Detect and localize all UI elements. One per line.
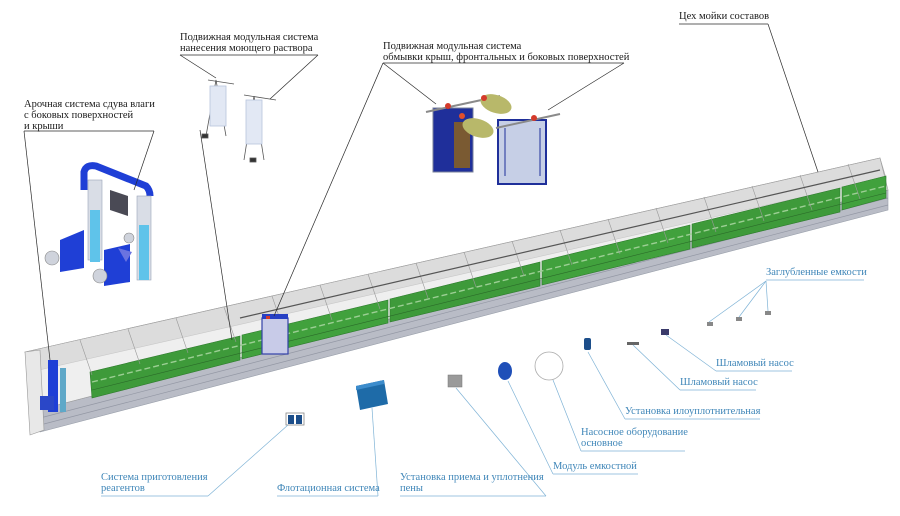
- label-line: обмывки крыш, фронтальных и боковых пове…: [383, 52, 630, 63]
- label-reagent-system: Система приготовления реагентов: [101, 472, 208, 494]
- label-line: Флотационная система: [277, 483, 380, 494]
- label-line: Подвижная модульная система: [180, 32, 319, 43]
- sludge-pump-2-model: [627, 342, 639, 345]
- flotation-system-model: [356, 380, 388, 410]
- label-line: Модуль емкостной: [553, 461, 637, 472]
- arch-drying-system: [44, 162, 154, 286]
- reagent-system-model: [285, 412, 305, 426]
- label-line: Заглубленные емкости: [766, 267, 867, 278]
- leader-lines-bottom: [101, 279, 864, 497]
- tank-module-model: [498, 362, 512, 380]
- label-line: Шламовый насос: [680, 377, 758, 388]
- roof-ribs: [79, 163, 861, 376]
- label-sludge-thickener: Установка илоуплотнительная: [625, 406, 760, 417]
- label-line: Система приготовления: [101, 472, 208, 483]
- label-sludge-pump-2: Шламовый насос: [680, 377, 758, 388]
- sludge-pump-1-model: [661, 329, 669, 335]
- sludge-thickener-model: [584, 338, 591, 350]
- label-line: пены: [400, 483, 423, 494]
- label-buried-tanks: Заглубленные емкости: [766, 267, 867, 278]
- label-sludge-pump-1: Шламовый насос: [716, 358, 794, 369]
- label-arch-drying-system: Арочная система сдува влаги с боковых по…: [24, 99, 155, 132]
- label-line: Установка приема и уплотнения: [400, 472, 544, 483]
- label-line: и крыши: [24, 121, 64, 132]
- label-wash-hall: Цех мойки составов: [679, 11, 769, 22]
- spray-system: [201, 79, 277, 163]
- label-wash-system: Подвижная модульная система обмывки крыш…: [383, 41, 629, 63]
- label-line: Цех мойки составов: [679, 11, 770, 22]
- label-line: Установка илоуплотнительная: [625, 406, 761, 417]
- buried-tanks-model: [707, 311, 771, 326]
- leader-lines-top: [23, 23, 819, 361]
- label-tank-module: Модуль емкостной: [553, 461, 637, 472]
- label-line: Подвижная модульная система: [383, 41, 522, 52]
- label-foam-unit: Установка приема и уплотнения пены: [400, 472, 544, 494]
- label-line: Шламовый насос: [716, 358, 794, 369]
- label-line: реагентов: [101, 483, 145, 494]
- label-line: основное: [581, 438, 623, 449]
- label-line: нанесения моющего раствора: [180, 43, 313, 54]
- train: [89, 175, 887, 399]
- label-line: с боковых поверхностей: [24, 110, 134, 121]
- label-line: Арочная система сдува влаги: [24, 99, 155, 110]
- label-spray-system: Подвижная модульная система нанесения мо…: [180, 32, 318, 54]
- foam-unit-model: [447, 374, 463, 388]
- label-line: Насосное оборудование: [581, 427, 688, 438]
- wash-hall: [24, 157, 889, 436]
- pumping-equipment-model: [534, 351, 564, 381]
- wash-modules: [425, 94, 561, 185]
- label-pumping-equipment: Насосное оборудование основное: [581, 427, 688, 449]
- label-flotation-system: Флотационная система: [277, 483, 380, 494]
